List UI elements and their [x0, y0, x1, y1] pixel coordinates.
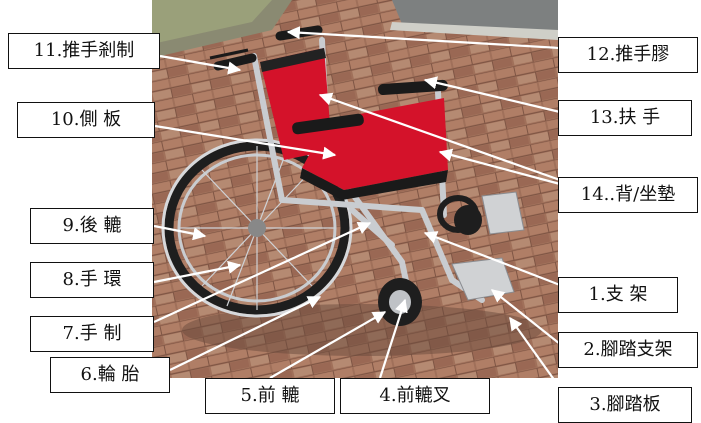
- label-front-wheel: 5.前 轆: [205, 378, 335, 414]
- label-back-seat-cushion: 14..背/坐墊: [558, 177, 698, 213]
- label-frame: 1.支 架: [558, 277, 678, 313]
- label-push-handle-grip: 12.推手膠: [558, 37, 698, 73]
- label-push-handle-brake: 11.推手剎制: [8, 33, 160, 69]
- label-hand-rim: 8.手 環: [30, 262, 154, 298]
- label-tire: 6.輪 胎: [50, 357, 170, 393]
- label-footrest-bracket: 2.腳踏支架: [558, 332, 698, 368]
- label-armrest: 13.扶 手: [558, 100, 692, 136]
- label-side-panel: 10.側 板: [17, 102, 155, 138]
- label-front-fork: 4.前轆叉: [340, 378, 490, 414]
- label-rear-wheel: 9.後 轆: [30, 208, 154, 244]
- wheelchair-photo: [152, 0, 558, 378]
- label-hand-brake: 7.手 制: [30, 316, 154, 352]
- label-footplate: 3.腳踏板: [558, 387, 692, 423]
